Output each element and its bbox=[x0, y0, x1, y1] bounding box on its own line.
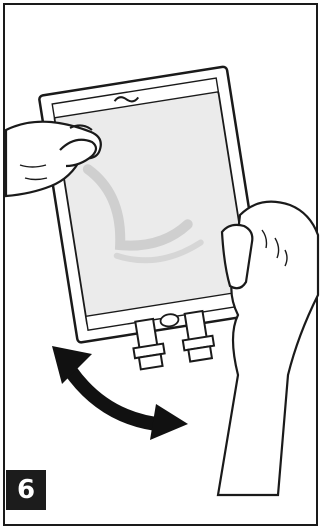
arrow-head-bottom bbox=[150, 404, 188, 440]
double-headed-curved-arrow-icon bbox=[52, 346, 188, 440]
right-hand bbox=[218, 202, 318, 495]
arrow-body bbox=[70, 370, 165, 425]
step-number-badge: 6 bbox=[6, 470, 46, 510]
iv-bag-body bbox=[54, 88, 252, 329]
